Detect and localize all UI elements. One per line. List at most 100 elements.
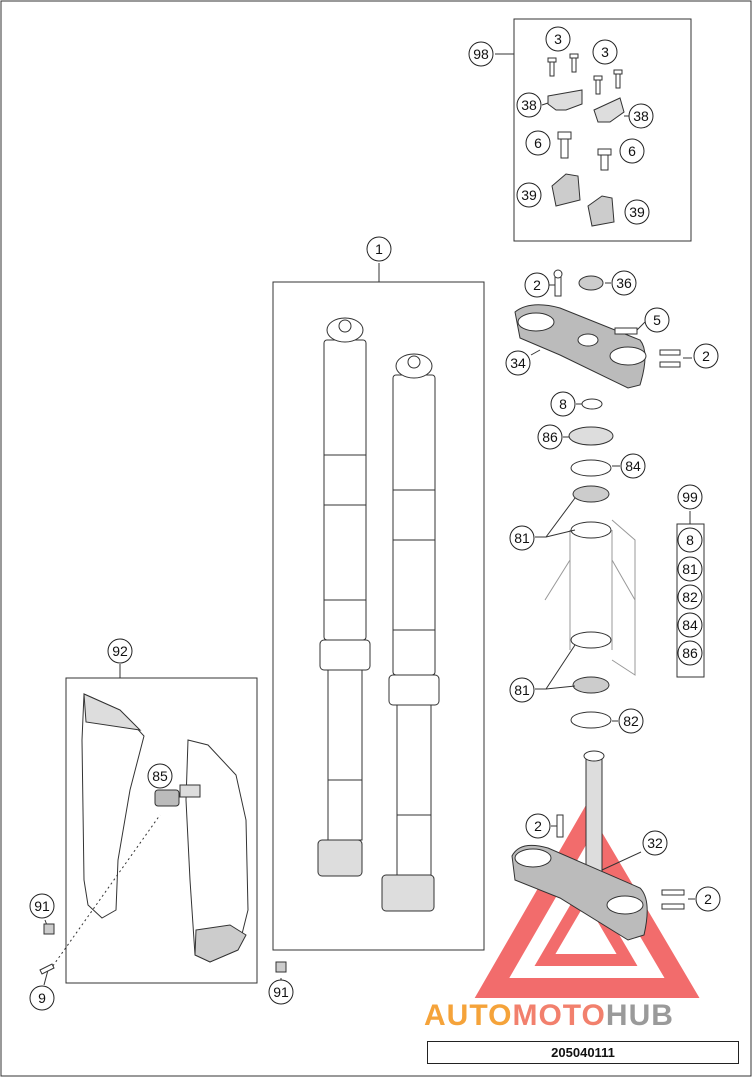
callout-c8: 8 [550,391,576,417]
callout-c91b: 91 [268,979,294,1005]
callout-label: 86 [682,645,698,661]
callout-label: 32 [647,835,663,851]
fork-guard-frame [65,677,258,984]
callout-circle [628,103,654,129]
kit-bolts-6 [557,131,612,171]
callout-c2b: 2 [693,343,719,369]
callout-circle [505,350,531,376]
callout-circle [611,270,637,296]
callout-label: 38 [633,108,649,124]
callout-label: 91 [34,898,50,914]
leader-5 [636,321,646,331]
callout-c2d: 2 [695,886,721,912]
callout-label: 2 [702,348,710,364]
callout-circle [677,556,703,582]
callout-label: 5 [653,312,661,328]
callout-c39a: 39 [516,182,542,208]
callout-label: 81 [514,682,530,698]
callout-label: 91 [273,984,289,1000]
callout-circle [107,638,133,664]
callout-circle [619,138,645,164]
callout-c85: 85 [147,763,173,789]
callout-label: 2 [533,277,541,293]
callout-circle [618,708,644,734]
callout-c82: 82 [618,708,644,734]
callout-k81: 81 [677,556,703,582]
callout-c91a: 91 [29,893,55,919]
callout-label: 9 [38,990,46,1006]
callout-circle [677,527,703,553]
handlebar-clamp-lower-39 [551,173,615,227]
callout-circle [677,640,703,666]
callout-c38a: 38 [516,92,542,118]
callout-c6a: 6 [525,130,551,156]
fork-guards [81,693,249,963]
callout-circle [29,893,55,919]
leader-81a-2 [545,529,576,538]
callout-k8: 8 [677,527,703,553]
callout-c36: 36 [611,270,637,296]
leader-9 [43,969,49,986]
callout-label: 84 [625,458,641,474]
callout-label: 6 [534,135,542,151]
callout-circle [624,199,650,225]
callout-circle [525,813,551,839]
fork-leg-left [317,317,371,877]
fork-assembly-frame [272,281,485,951]
callout-label: 8 [686,532,694,548]
fork-leg-right [381,353,440,912]
callout-label: 2 [534,818,542,834]
callout-k84: 84 [677,612,703,638]
callout-circle [644,307,670,333]
kit-98-frame [513,18,692,242]
callout-k82: 82 [677,584,703,610]
leader-32 [601,851,642,871]
callout-c84: 84 [620,453,646,479]
callout-circle [29,985,55,1011]
callout-circle [366,236,392,262]
callout-c86: 86 [537,424,563,450]
lower-triple-clamp-32 [511,750,685,941]
callout-circle [620,453,646,479]
callout-label: 81 [514,530,530,546]
callout-circle [545,26,571,52]
callout-label: 34 [510,355,526,371]
callout-label: 2 [704,891,712,907]
callout-circle [677,612,703,638]
callout-label: 6 [628,143,636,159]
callout-label: 81 [682,561,698,577]
callout-label: 1 [375,241,383,257]
callout-label: 99 [682,489,698,505]
callout-c38b: 38 [628,103,654,129]
callout-label: 84 [682,617,698,633]
steering-bearings [568,398,614,729]
callout-c98: 98 [468,41,494,67]
callout-circle [524,272,550,298]
callout-label: 86 [542,429,558,445]
callout-label: 36 [616,275,632,291]
callout-circle [509,525,535,551]
callout-c3a: 3 [545,26,571,52]
callout-circle [268,979,294,1005]
callout-c92: 92 [107,638,133,664]
callout-c34: 34 [505,350,531,376]
watermark-moto: MOTO [512,999,605,1032]
callout-label: 85 [152,768,168,784]
callout-circle [537,424,563,450]
watermark-text: AUTOMOTOHUB [424,999,674,1032]
top-bolts-2-36 [553,269,681,368]
callout-k86: 86 [677,640,703,666]
leader-38a [541,102,549,106]
callout-circle [550,391,576,417]
callout-circle [677,584,703,610]
callout-c39b: 39 [624,199,650,225]
callout-label: 82 [682,589,698,605]
callout-circle [509,677,535,703]
callout-circle [516,182,542,208]
callout-c32: 32 [642,830,668,856]
callout-c81b: 81 [509,677,535,703]
callout-circle [642,830,668,856]
callout-circle [677,484,703,510]
callout-label: 98 [473,46,489,62]
